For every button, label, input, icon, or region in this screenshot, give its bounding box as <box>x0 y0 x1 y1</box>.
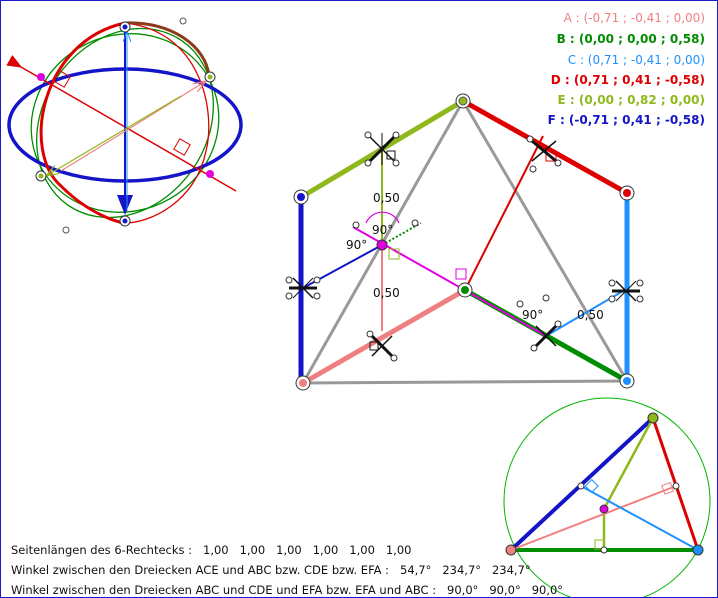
sphere-ring-brown <box>124 21 211 77</box>
sphere-handle[interactable] <box>37 73 45 81</box>
triangle-vertex-top[interactable] <box>647 412 659 424</box>
angle-arc <box>365 211 400 224</box>
sphere-ring-red <box>39 21 126 225</box>
angle-ace-label: Winkel zwischen den Dreiecken ACE und AB… <box>11 563 390 577</box>
gizmo-top-right[interactable] <box>526 135 562 167</box>
angle-abc-values: 90,0° 90,0° 90,0° <box>447 583 564 597</box>
triangle-point[interactable] <box>577 482 585 490</box>
triangle-circle-diagram <box>503 397 711 597</box>
sphere-handle[interactable] <box>179 17 187 25</box>
hexagon-construction: 0,50 90° 90° 0,50 90° 0,50 <box>285 93 644 391</box>
helper-point[interactable] <box>411 219 419 227</box>
angle-label-left: 90° <box>346 238 367 252</box>
gizmo-top[interactable] <box>364 131 400 167</box>
triangle-point[interactable] <box>600 546 608 554</box>
helper-point[interactable] <box>516 300 524 308</box>
angle-ace-line: Winkel zwischen den Dreiecken ACE und AB… <box>11 563 531 577</box>
vertex-middle[interactable] <box>461 286 469 294</box>
sphere-handle[interactable] <box>122 218 128 224</box>
rotation-sphere-widget[interactable] <box>1 1 250 252</box>
median-cyan <box>580 485 699 551</box>
angle-abc-line: Winkel zwischen den Dreiecken ABC und CD… <box>11 583 563 597</box>
gizmo-left[interactable] <box>285 276 321 300</box>
sphere-handle[interactable] <box>62 226 70 234</box>
side-lengths-values: 1,00 1,00 1,00 1,00 1,00 1,00 <box>203 543 412 557</box>
median-pink <box>510 485 677 551</box>
right-angle-mark <box>584 478 599 494</box>
triangle-vertex-right[interactable] <box>692 544 704 556</box>
gray-edge <box>461 100 629 382</box>
gray-edge <box>302 379 628 385</box>
sphere-handle[interactable] <box>206 170 214 178</box>
edge-top-right-red <box>461 98 629 196</box>
coord-d-label: D : (0,71 ; 0,41 ; -0,58) <box>550 73 705 87</box>
angle-ace-values: 54,7° 234,7° 234,7° <box>400 563 531 577</box>
coord-f-label: F : (-0,71 ; 0,41 ; -0,58) <box>547 113 705 127</box>
inner-green-line <box>381 222 422 246</box>
axis-olive <box>46 95 182 176</box>
center-point[interactable] <box>376 239 388 251</box>
side-lengths-label: Seitenlängen des 6-Rechtecks : <box>11 543 193 557</box>
length-label-top: 0,50 <box>373 191 400 205</box>
sphere-handle[interactable] <box>38 173 44 179</box>
length-label-right: 0,50 <box>577 308 604 322</box>
coord-a-label: A : (-0,71 ; -0,41 ; 0,00) <box>563 11 705 25</box>
side-lengths-line: Seitenlängen des 6-Rechtecks : 1,00 1,00… <box>11 543 411 557</box>
coord-e-label: E : (0,00 ; 0,82 ; 0,00) <box>557 93 705 107</box>
right-angle-mark <box>173 138 191 156</box>
vertex-top-right[interactable] <box>623 189 631 197</box>
angle-label-top: 90° <box>372 223 393 237</box>
helper-point[interactable] <box>529 165 537 173</box>
right-angle-mark <box>594 539 605 550</box>
coord-b-label: B : (0,00 ; 0,00 ; 0,58) <box>556 32 705 46</box>
right-angle-mark <box>661 481 675 495</box>
angle-label-right: 90° <box>522 308 543 322</box>
triangle-point[interactable] <box>672 482 680 490</box>
sphere-handle[interactable] <box>122 24 128 30</box>
vertex-bottom-right[interactable] <box>623 377 631 385</box>
sphere-ring-red-thin <box>124 22 210 224</box>
circumcircle <box>503 397 711 597</box>
edge-bottom-left-pink <box>301 287 467 386</box>
vertex-bottom-left[interactable] <box>299 379 307 387</box>
axis-pink <box>60 81 206 172</box>
angle-abc-label: Winkel zwischen den Dreiecken ABC und CD… <box>11 583 437 597</box>
sphere-handle[interactable] <box>207 74 213 80</box>
gizmo-bottom[interactable] <box>366 330 398 362</box>
right-angle-mark <box>545 150 557 162</box>
triangle-vertex-left[interactable] <box>505 544 517 556</box>
gizmo-bottom-right[interactable] <box>530 294 562 352</box>
helper-point[interactable] <box>352 221 360 229</box>
vertex-top-left[interactable] <box>297 193 305 201</box>
inner-red-line <box>464 135 544 291</box>
coord-c-label: C : (0,71 ; -0,41 ; 0,00) <box>567 53 705 67</box>
vertex-top[interactable] <box>458 96 468 106</box>
length-label-mid: 0,50 <box>373 286 400 300</box>
triangle-center[interactable] <box>599 504 609 514</box>
right-angle-mark <box>388 248 400 260</box>
median-olive <box>602 417 655 510</box>
right-angle-mark <box>53 70 71 88</box>
right-angle-mark <box>455 268 467 280</box>
gizmo-right[interactable] <box>608 279 644 303</box>
